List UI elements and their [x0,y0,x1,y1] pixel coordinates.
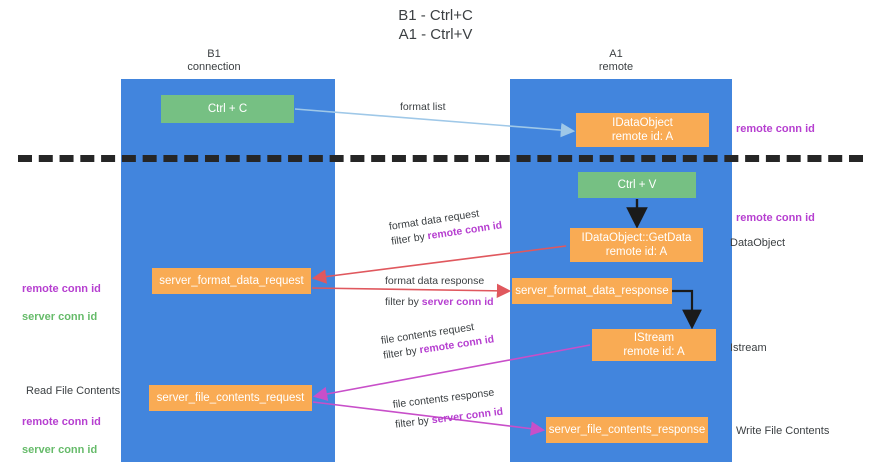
filter-key-server-conn-id: server conn id [431,405,504,427]
node-server-file-contents-response[interactable]: server_file_contents_response [546,417,708,443]
edge-label-file-contents-response: file contents response filter by server … [392,385,504,433]
annotation-remote-conn-id-top: remote conn id [736,123,815,135]
annotation-server-conn-id: server conn id [22,444,98,456]
filter-prefix: filter by [394,414,433,431]
annotation-remote-conn-id-mid: remote conn id [736,212,815,224]
section-divider [18,155,863,162]
annotation-remote-conn-id: remote conn id [22,416,101,428]
edge-label-format-data-response: format data response filter by server co… [385,274,494,310]
node-server-format-data-response[interactable]: server_format_data_response [512,278,672,304]
node-ctrl-c[interactable]: Ctrl + C [161,95,294,123]
annotation-read-file-contents: Read File Contents [26,385,121,397]
filter-prefix: filter by [382,344,421,362]
node-idataobject[interactable]: IDataObject remote id: A [576,113,709,147]
node-server-file-contents-request[interactable]: server_file_contents_request [149,385,312,411]
edge-label-format-data-response-line1: format data response [385,275,485,287]
edge-label-format-data-request: format data request filter by remote con… [388,203,503,249]
column-header-b1: B1 connection [187,48,241,73]
column-header-a1: A1 remote [598,48,634,73]
annotation-server-conn-id: server conn id [22,311,98,323]
filter-key-server-conn-id: server conn id [421,296,494,308]
node-istream[interactable]: IStream remote id: A [592,329,716,361]
diagram-title: B1 - Ctrl+C A1 - Ctrl+V [398,7,473,43]
edge-label-file-contents-request: file contents request filter by remote c… [380,317,495,363]
node-idataobject-getdata[interactable]: IDataObject::GetData remote id: A [570,228,703,262]
edge-label-format-list: format list [400,101,446,113]
node-server-format-data-request[interactable]: server_format_data_request [152,268,311,294]
filter-prefix: filter by [390,230,429,248]
node-ctrl-v[interactable]: Ctrl + V [578,172,696,198]
annotation-istream: Istream [730,342,767,354]
annotation-left-conn-ids-2: remote conn id server conn id [22,401,101,471]
annotation-write-file-contents: Write File Contents [736,425,830,437]
annotation-left-conn-ids-1: remote conn id server conn id [22,268,101,338]
edge-label-format-data-response-line2: filter by server conn id [385,295,494,310]
annotation-dataobject: DataObject [730,237,786,249]
annotation-remote-conn-id: remote conn id [22,283,101,295]
filter-prefix: filter by [385,296,422,308]
